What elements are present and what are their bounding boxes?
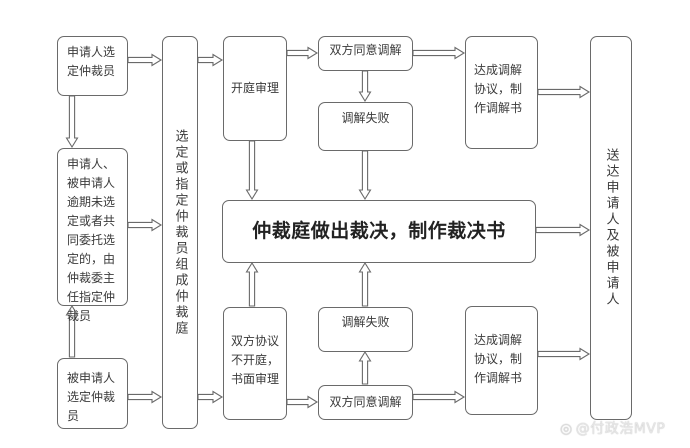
arrow-respondent-to-tribunal	[127, 390, 163, 404]
node-label: 申请人选定仲裁员	[67, 45, 116, 78]
arrow-mediation-to-doc-top	[412, 46, 466, 60]
weibo-icon: ◎	[560, 421, 573, 437]
arrow-written-to-mediation	[286, 395, 319, 409]
arrow-respondent-to-overdue	[65, 304, 79, 358]
arrow-tribunal-to-written-hearing	[197, 390, 224, 404]
watermark-text: @付政浩MVP	[575, 421, 666, 437]
node-written-hearing: 双方协议不开庭，书面审理	[223, 307, 287, 420]
node-form-tribunal: 选定或指定仲裁员组成仲裁庭	[162, 36, 198, 429]
node-label: 开庭审理	[230, 81, 279, 95]
arrow-applicant-to-tribunal	[127, 53, 163, 67]
node-label: 达成调解协议，制作调解书	[474, 63, 523, 115]
node-deliver: 送达申请人及被申请人	[590, 36, 632, 420]
node-label: 双方同意调解	[329, 43, 402, 57]
arrow-open-hearing-to-award	[245, 140, 259, 201]
node-mediation-doc-top: 达成调解协议，制作调解书	[465, 36, 538, 149]
arrow-mediation-to-fail-bottom	[358, 350, 372, 385]
arrow-open-hearing-to-mediation	[286, 46, 319, 60]
node-award: 仲裁庭做出裁决，制作裁决书	[222, 200, 536, 263]
node-mediation-fail-top: 调解失败	[318, 102, 413, 151]
node-applicant-select: 申请人选定仲裁员	[57, 36, 128, 96]
node-label: 调解失败	[341, 315, 390, 329]
node-label: 达成调解协议，制作调解书	[474, 333, 523, 385]
arrow-mediation-to-fail-top	[358, 70, 372, 103]
node-label: 调解失败	[341, 111, 390, 125]
node-label: 申请人、被申请人逾期未选定或者共同委托选定的，由仲裁委主任指定仲裁员	[67, 157, 116, 323]
node-label: 选定或指定仲裁员组成仲裁庭	[172, 128, 188, 337]
node-mediation-doc-bottom: 达成调解协议，制作调解书	[465, 306, 538, 415]
arrow-fail-bottom-to-award	[358, 261, 372, 307]
arrow-doc-top-to-deliver	[537, 85, 591, 99]
node-label: 仲裁庭做出裁决，制作裁决书	[252, 220, 506, 242]
node-mediation-agree-top: 双方同意调解	[318, 36, 413, 71]
node-open-hearing: 开庭审理	[223, 36, 287, 141]
arrow-award-to-deliver	[535, 223, 591, 237]
arrow-applicant-to-overdue	[65, 95, 79, 149]
arrow-fail-top-to-award	[358, 150, 372, 201]
node-overdue-appoint: 申请人、被申请人逾期未选定或者共同委托选定的，由仲裁委主任指定仲裁员	[57, 148, 128, 323]
arrow-written-to-award	[245, 261, 259, 307]
arrow-overdue-to-tribunal	[127, 218, 163, 232]
arrow-doc-bottom-to-deliver	[537, 347, 591, 361]
node-label: 双方同意调解	[329, 395, 402, 409]
node-label: 送达申请人及被申请人	[603, 148, 619, 308]
node-label: 被申请人选定仲裁员	[67, 371, 116, 423]
node-mediation-fail-bottom: 调解失败	[318, 307, 413, 352]
arrow-mediation-to-doc-bottom	[412, 390, 466, 404]
watermark: ◎@付政浩MVP	[560, 418, 665, 438]
arrow-tribunal-to-open-hearing	[197, 53, 224, 67]
node-respondent-select: 被申请人选定仲裁员	[57, 358, 128, 429]
node-mediation-agree-bottom: 双方同意调解	[318, 385, 413, 420]
node-label: 双方协议不开庭，书面审理	[231, 334, 280, 386]
